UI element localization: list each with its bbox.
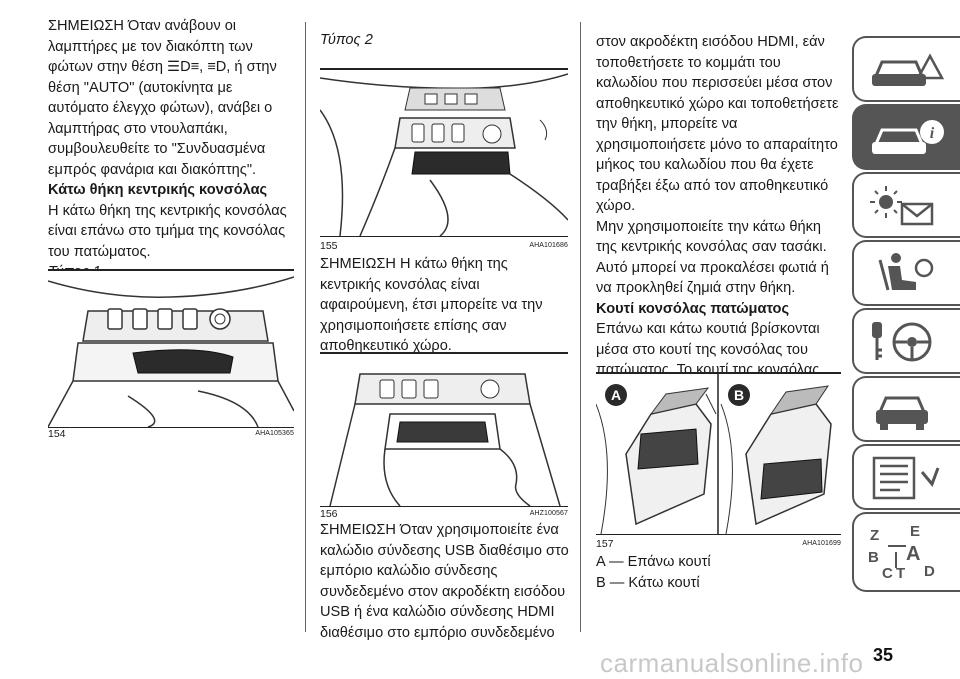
tab-car-info[interactable]: i	[852, 104, 960, 170]
tab-key-steering[interactable]	[852, 308, 960, 374]
key-steering-icon	[872, 322, 932, 362]
light-message-icon	[870, 186, 934, 226]
svg-text:B: B	[868, 549, 879, 566]
car-info-icon: i	[872, 120, 944, 154]
figure-157-number: 157	[596, 538, 614, 550]
removable-tray-illustration	[329, 373, 561, 506]
cable-storage-text: στον ακροδέκτη εισόδου HDMI, εάν τοποθετ…	[596, 34, 839, 214]
alphabet-index-icon: Z E B A C T D	[868, 523, 935, 582]
figure-157-caption: 157 AHA101699	[596, 538, 841, 550]
tab-seat-airbag[interactable]	[852, 240, 960, 306]
watermark: carmanualsonline.info	[600, 648, 864, 678]
badge-b: B	[734, 387, 744, 403]
note-removable: ΣΗΜΕΙΩΣΗ Η κάτω θήκη της κεντρικής κονσό…	[320, 256, 543, 354]
section-heading-lower-tray: Κάτω θήκη κεντρικής κονσόλας	[48, 182, 268, 198]
lower-tray-description: Η κάτω θήκη της κεντρικής κονσόλας είναι…	[48, 202, 287, 260]
figure-155-code: AHA101686	[529, 242, 568, 249]
figure-154-console-type1	[48, 269, 294, 428]
data-list-icon	[872, 456, 940, 500]
column-right: στον ακροδέκτη εισόδου HDMI, εάν τοποθετ…	[596, 32, 841, 422]
type-2-label: Τύπος 2	[320, 32, 373, 48]
figure-156-number: 156	[320, 508, 338, 520]
console-type1-illustration	[48, 276, 294, 427]
svg-text:i: i	[930, 125, 935, 142]
figure-155-caption: 155 AHA101686	[320, 240, 568, 252]
svg-text:C: C	[882, 565, 893, 582]
figure-157-console-boxes: A B	[596, 372, 841, 535]
tab-car-service[interactable]	[852, 376, 960, 442]
figure-154-caption: 154 AHA105365	[48, 428, 294, 440]
note-lights: ΣΗΜΕΙΩΣΗ Όταν ανάβουν οι λαμπτήρες με το…	[48, 18, 277, 178]
seat-airbag-icon	[878, 253, 934, 291]
figure-154-number: 154	[48, 428, 66, 440]
badge-a: A	[611, 387, 621, 403]
tab-data-list[interactable]	[852, 444, 960, 510]
console-boxes-illustration: A B	[596, 374, 832, 534]
section-heading-floor-console: Κουτί κονσόλας πατώματος	[596, 300, 790, 317]
figure-157-legend: A — Επάνω κουτί B — Κάτω κουτί	[596, 552, 841, 593]
svg-text:T: T	[896, 565, 905, 582]
figure-156-removable-tray	[320, 352, 568, 507]
tab-car-warning[interactable]	[852, 36, 960, 102]
svg-text:Z: Z	[870, 527, 879, 544]
note-removable-wrap: ΣΗΜΕΙΩΣΗ Η κάτω θήκη της κεντρικής κονσό…	[320, 254, 570, 357]
console-type2-illustration	[320, 73, 568, 236]
note-usb-wrap: ΣΗΜΕΙΩΣΗ Όταν χρησιμοποιείτε ένα καλώδιο…	[320, 520, 570, 643]
page-number: 35	[873, 645, 894, 665]
legend-b: B — Κάτω κουτί	[596, 574, 700, 591]
figure-156-code: AHZ100567	[529, 510, 568, 517]
ashtray-warning-text: Μην χρησιμοποιείτε την κάτω θήκη της κεν…	[596, 218, 829, 297]
figure-157-code: AHA101699	[802, 540, 841, 547]
figure-155-console-type2	[320, 68, 568, 237]
legend-a: A — Επάνω κουτί	[596, 554, 711, 570]
svg-text:D: D	[924, 563, 935, 580]
svg-text:E: E	[910, 523, 920, 540]
figure-155-number: 155	[320, 240, 338, 252]
type-2-label-wrap: Τύπος 2	[320, 30, 570, 51]
column-divider-1	[305, 22, 306, 632]
column-left: ΣΗΜΕΙΩΣΗ Όταν ανάβουν οι λαμπτήρες με το…	[48, 16, 293, 283]
figure-154-code: AHA105365	[255, 430, 294, 437]
tab-alphabet-index[interactable]: Z E B A C T D	[852, 512, 960, 592]
note-usb-hdmi: ΣΗΜΕΙΩΣΗ Όταν χρησιμοποιείτε ένα καλώδιο…	[320, 522, 569, 641]
svg-text:A: A	[906, 543, 920, 565]
car-warning-icon	[872, 53, 945, 86]
figure-156-caption: 156 AHZ100567	[320, 508, 568, 520]
car-service-icon	[876, 396, 928, 430]
column-divider-2	[580, 22, 581, 632]
tab-light-message[interactable]	[852, 172, 960, 238]
